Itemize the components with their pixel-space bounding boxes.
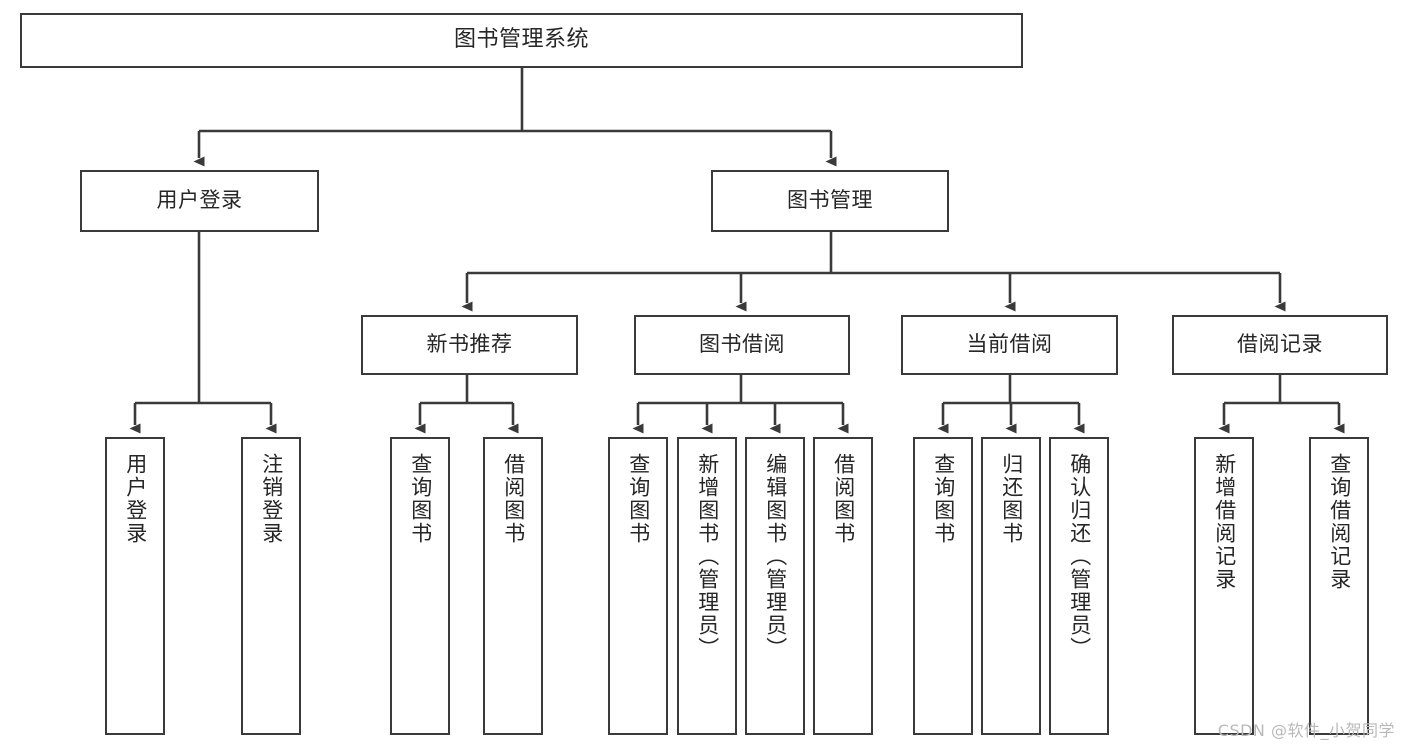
node-label: 用户登录	[156, 188, 243, 213]
leaf-record-query-borrow-record[interactable]: 查询借阅记录	[1309, 437, 1369, 735]
node-label: 新书推荐	[426, 332, 513, 357]
leaf-current-return-book[interactable]: 归还图书	[981, 437, 1041, 735]
node-label: 新增图书（管理员）	[695, 453, 720, 660]
node-label: 图书借阅	[699, 332, 785, 357]
node-borrow-record[interactable]: 借阅记录	[1172, 315, 1388, 375]
node-label: 图书管理系统	[453, 27, 589, 53]
leaf-recommend-query-book[interactable]: 查询图书	[390, 437, 450, 735]
leaf-current-query-book[interactable]: 查询图书	[913, 437, 973, 735]
leaf-current-confirm-return-admin[interactable]: 确认归还（管理员）	[1049, 437, 1109, 735]
node-label: 归还图书	[999, 453, 1024, 545]
node-label: 查询借阅记录	[1327, 453, 1352, 591]
node-book-borrow[interactable]: 图书借阅	[634, 315, 850, 375]
node-label: 借阅图书	[501, 453, 526, 545]
csdn-watermark: CSDN @软件_小贺同学	[1217, 721, 1395, 740]
leaf-borrow-add-book-admin[interactable]: 新增图书（管理员）	[677, 437, 737, 735]
node-label: 新增借阅记录	[1212, 453, 1237, 591]
node-label: 查询图书	[931, 453, 956, 545]
node-label: 确认归还（管理员）	[1067, 453, 1092, 660]
leaf-logout[interactable]: 注销登录	[241, 437, 301, 735]
node-label: 查询图书	[626, 453, 651, 545]
node-label: 编辑图书（管理员）	[763, 453, 788, 660]
node-label: 查询图书	[408, 453, 433, 545]
node-label: 注销登录	[259, 453, 284, 545]
node-label: 借阅记录	[1237, 332, 1323, 357]
leaf-borrow-edit-book-admin[interactable]: 编辑图书（管理员）	[745, 437, 805, 735]
leaf-borrow-query-book[interactable]: 查询图书	[608, 437, 668, 735]
node-book-management[interactable]: 图书管理	[711, 170, 949, 232]
node-label: 用户登录	[123, 453, 148, 545]
node-user-login[interactable]: 用户登录	[80, 170, 319, 232]
node-current-borrow[interactable]: 当前借阅	[901, 315, 1118, 375]
node-new-book-recommend[interactable]: 新书推荐	[361, 315, 578, 375]
node-label: 当前借阅	[966, 332, 1053, 357]
leaf-user-login[interactable]: 用户登录	[105, 437, 165, 735]
node-label: 借阅图书	[831, 453, 856, 545]
leaf-borrow-borrow-book[interactable]: 借阅图书	[813, 437, 873, 735]
leaf-recommend-borrow-book[interactable]: 借阅图书	[483, 437, 543, 735]
node-label: 图书管理	[787, 188, 873, 213]
node-root-system[interactable]: 图书管理系统	[20, 13, 1023, 68]
leaf-record-add-borrow-record[interactable]: 新增借阅记录	[1194, 437, 1254, 735]
